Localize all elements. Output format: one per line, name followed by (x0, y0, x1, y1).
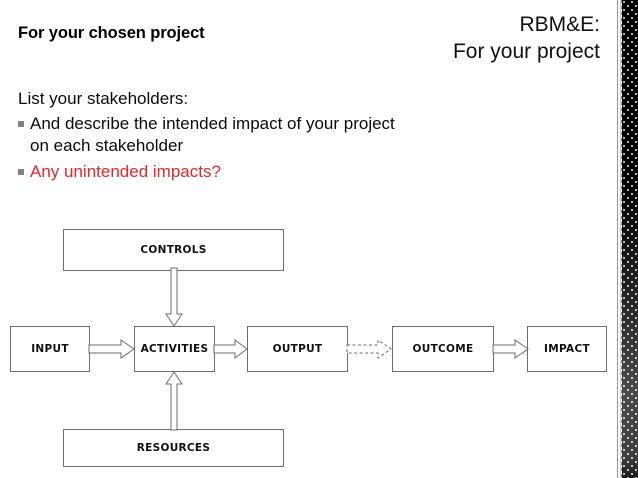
connector-activities-to-output-icon (213, 339, 248, 359)
diagram-box-label: CONTROLS (140, 244, 207, 256)
title-line-1: RBM&E: (519, 13, 600, 36)
edge-rule-light (620, 0, 621, 478)
diagram-box-output: OUTPUT (247, 326, 348, 372)
edge-texture-panel (622, 0, 638, 478)
connector-resources-to-activities-icon (165, 371, 183, 431)
square-bullet-icon (18, 168, 24, 175)
list-item: Any unintended impacts? (18, 161, 418, 183)
connector-controls-to-activities-icon (165, 267, 183, 327)
diagram-box-label: IMPACT (544, 343, 590, 355)
square-bullet-icon (18, 120, 24, 127)
diagram-box-outcome: OUTCOME (392, 326, 494, 372)
lead-line: List your stakeholders: (18, 89, 189, 108)
diagram-box-label: INPUT (31, 343, 69, 355)
diagram-box-label: ACTIVITIES (140, 343, 209, 355)
diagram-box-label: OUTCOME (412, 343, 474, 355)
diagram-box-input: INPUT (10, 326, 90, 372)
diagram-box-resources: RESOURCES (63, 429, 284, 467)
slide-title: RBM&E: For your project (453, 12, 600, 66)
slide-edge-decoration (617, 0, 638, 478)
title-line-2: For your project (452, 39, 600, 63)
slide-subtitle-left: For your chosen project (18, 24, 205, 42)
list-item: And describe the intended impact of your… (18, 113, 418, 158)
diagram-box-impact: IMPACT (527, 326, 607, 372)
diagram-box-label: RESOURCES (136, 442, 211, 454)
connector-input-to-activities-icon (88, 339, 135, 359)
diagram-box-label: OUTPUT (272, 343, 323, 355)
diagram-box-activities: ACTIVITIES (134, 326, 215, 372)
body-text-block: List your stakeholders: And describe the… (18, 88, 418, 183)
connector-outcome-to-impact-icon (492, 339, 529, 359)
diagram-box-controls: CONTROLS (63, 229, 284, 271)
connector-output-to-outcome-icon (346, 339, 392, 359)
edge-rule-dark (617, 0, 618, 478)
list-item-label: Any unintended impacts? (30, 161, 221, 181)
edge-dashed-rule (621, 0, 622, 478)
list-item-label: And describe the intended impact of your… (30, 113, 395, 156)
